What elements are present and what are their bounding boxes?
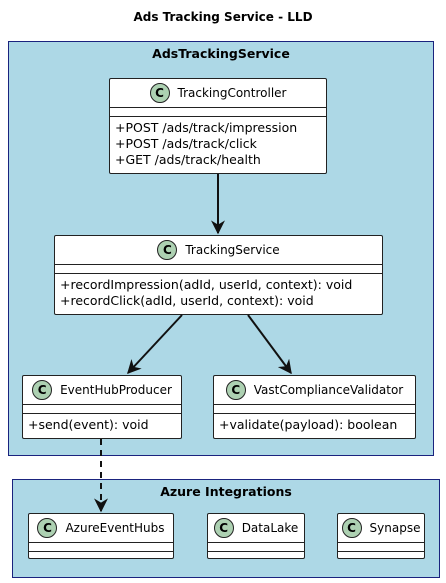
class-attributes xyxy=(214,405,415,414)
class-header: DataLake xyxy=(208,514,304,543)
class-header: VastComplianceValidator xyxy=(214,376,415,405)
class-c-icon xyxy=(157,240,178,260)
class-name: AzureEventHubs xyxy=(65,521,165,535)
package-title: Azure Integrations xyxy=(160,484,292,499)
class-name: EventHubProducer xyxy=(60,383,172,397)
class-c-icon xyxy=(341,518,362,538)
class-c-icon xyxy=(32,380,53,400)
class-header: TrackingController xyxy=(110,79,326,108)
class-name: DataLake xyxy=(241,521,299,535)
class-attributes xyxy=(110,108,326,117)
package-title: AdsTrackingService xyxy=(152,46,290,61)
class-name: Synapse xyxy=(369,521,421,535)
arrow-service-to-producer xyxy=(127,314,183,375)
class-name: TrackingService xyxy=(185,243,280,257)
class-attributes xyxy=(55,265,382,274)
class-methods xyxy=(208,551,304,560)
class-header: EventHubProducer xyxy=(23,376,181,405)
class-c-icon xyxy=(37,518,58,538)
class-c-icon xyxy=(149,83,170,103)
arrow-service-to-validator xyxy=(247,314,292,375)
class-vast-compliance-validator[interactable]: VastComplianceValidator +validate(payloa… xyxy=(213,375,416,439)
class-methods: +recordImpression(adId, userId, context)… xyxy=(55,274,382,312)
class-synapse[interactable]: Synapse xyxy=(337,513,425,559)
class-methods: +send(event): void xyxy=(23,414,181,436)
method: +send(event): void xyxy=(28,417,149,432)
class-name: VastComplianceValidator xyxy=(253,383,404,397)
class-methods: +validate(payload): boolean xyxy=(214,414,415,436)
method: +GET /ads/track/health xyxy=(115,152,261,167)
class-header: AzureEventHubs xyxy=(29,514,173,543)
class-azure-event-hubs[interactable]: AzureEventHubs xyxy=(28,513,174,559)
method: +POST /ads/track/click xyxy=(115,136,257,151)
class-methods: +POST /ads/track/impression +POST /ads/t… xyxy=(110,117,326,171)
class-methods xyxy=(29,551,173,560)
class-header: TrackingService xyxy=(55,236,382,265)
class-tracking-service[interactable]: TrackingService +recordImpression(adId, … xyxy=(54,235,383,315)
class-methods xyxy=(338,551,424,560)
class-c-icon xyxy=(213,518,234,538)
class-header: Synapse xyxy=(338,514,424,543)
diagram-title: Ads Tracking Service - LLD xyxy=(133,10,313,24)
method: +recordImpression(adId, userId, context)… xyxy=(60,277,353,292)
class-attributes xyxy=(23,405,181,414)
class-event-hub-producer[interactable]: EventHubProducer +send(event): void xyxy=(22,375,182,439)
class-data-lake[interactable]: DataLake xyxy=(207,513,305,559)
method: +POST /ads/track/impression xyxy=(115,120,298,135)
method: +recordClick(adId, userId, context): voi… xyxy=(60,293,314,308)
class-c-icon xyxy=(225,380,246,400)
class-tracking-controller[interactable]: TrackingController +POST /ads/track/impr… xyxy=(109,78,327,174)
method: +validate(payload): boolean xyxy=(219,417,398,432)
class-name: TrackingController xyxy=(177,86,287,100)
